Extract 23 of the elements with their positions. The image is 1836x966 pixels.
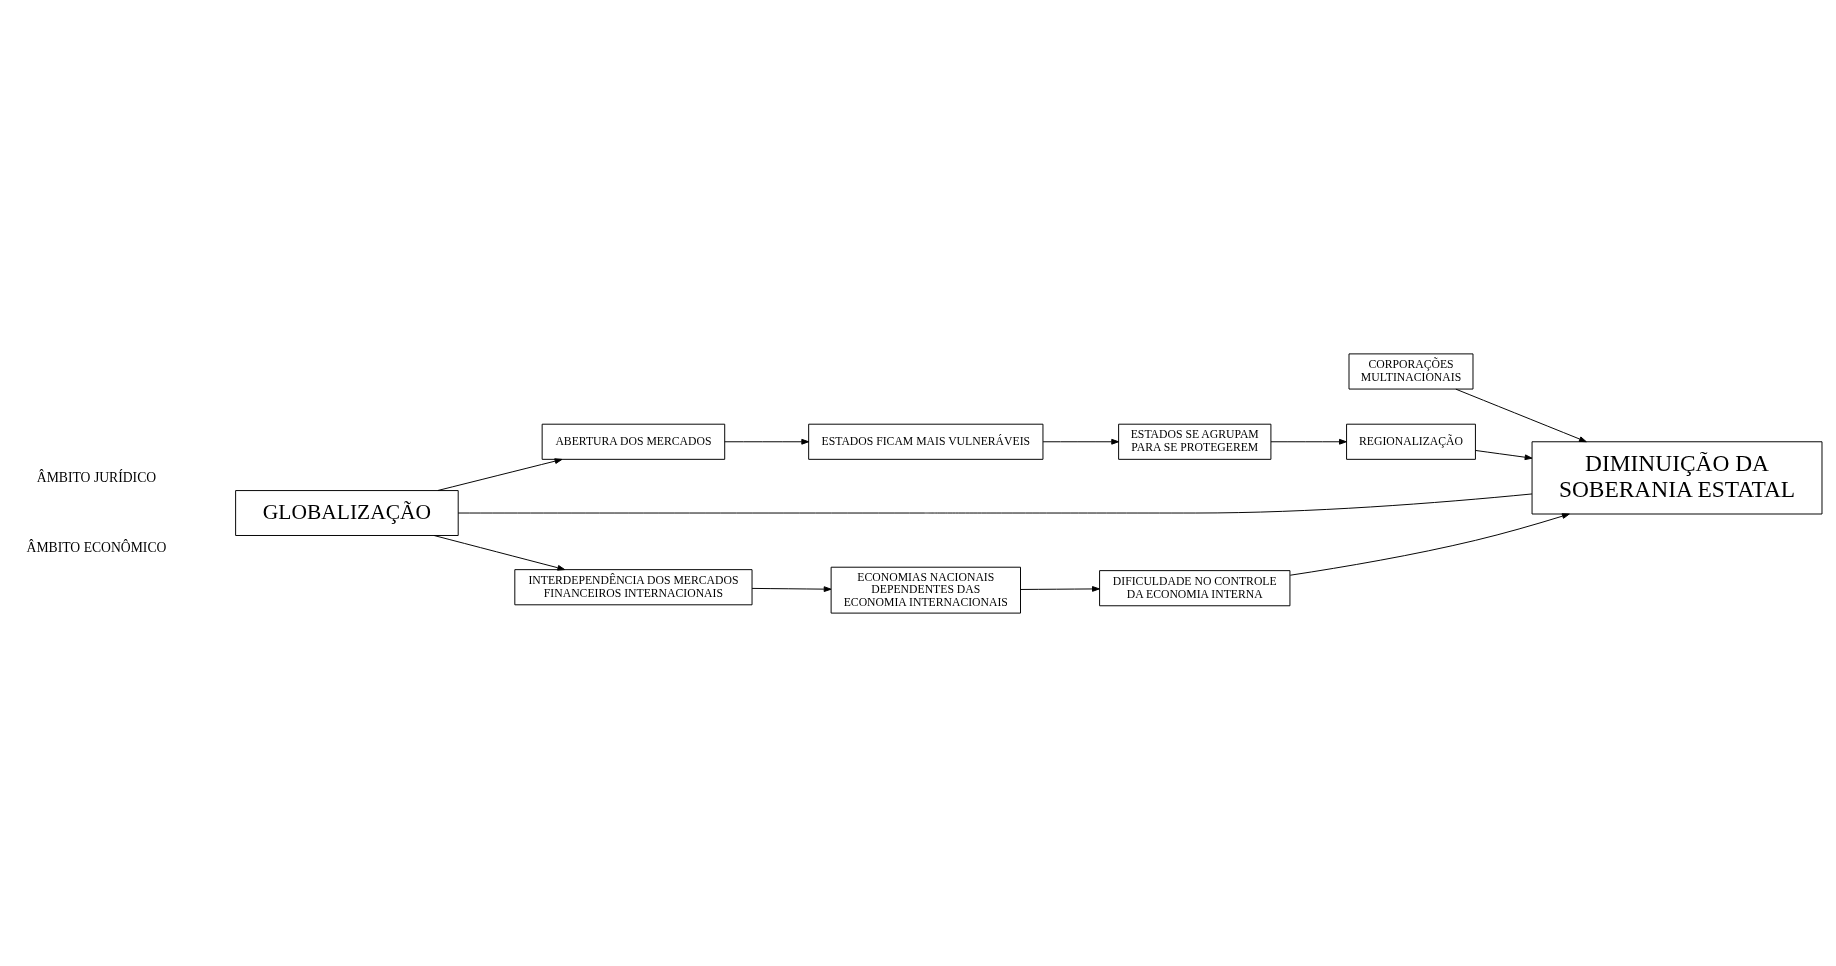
node-box: GLOBALIZAÇÃO <box>235 489 459 536</box>
node-box: DIMINUIÇÃO DA SOBERANIA ESTATAL <box>1531 440 1823 514</box>
node-box: CORPORAÇÕES MULTINACIONAIS <box>1348 352 1474 390</box>
label: ÂMBITO ECONÔMICO <box>26 539 167 555</box>
connector <box>457 492 1533 513</box>
arrow <box>751 585 832 592</box>
node-box: ESTADOS FICAM MAIS VULNERÁVEIS <box>808 423 1044 460</box>
arrow <box>433 534 566 571</box>
arrow <box>724 438 810 445</box>
arrow <box>1270 438 1347 445</box>
node-box: REGIONALIZAÇÃO <box>1346 423 1476 460</box>
node-box: INTERDEPENDÊNCIA DOS MERCADOS FINANCEIROS INTERNACIONAIS <box>514 568 753 605</box>
arrow <box>1475 449 1533 460</box>
arrow <box>1020 585 1100 592</box>
label: ÂMBITO JURÍDICO <box>36 469 157 484</box>
arrow <box>1042 438 1120 445</box>
node-box: DIFICULDADE NO CONTROLE DA ECONOMIA INTERNA <box>1099 569 1291 606</box>
node-box: ABERTURA DOS MERCADOS <box>541 423 726 460</box>
node-box: ESTADOS SE AGRUPAM PARA SE PROTEGEREM <box>1118 423 1272 460</box>
arrow <box>437 457 563 491</box>
arrow <box>1455 388 1587 442</box>
node-box: ECONOMIAS NACIONAIS DEPENDENTES DAS ECONOMIA INTERNACIONAIS <box>830 566 1021 614</box>
arrow <box>1289 512 1570 576</box>
